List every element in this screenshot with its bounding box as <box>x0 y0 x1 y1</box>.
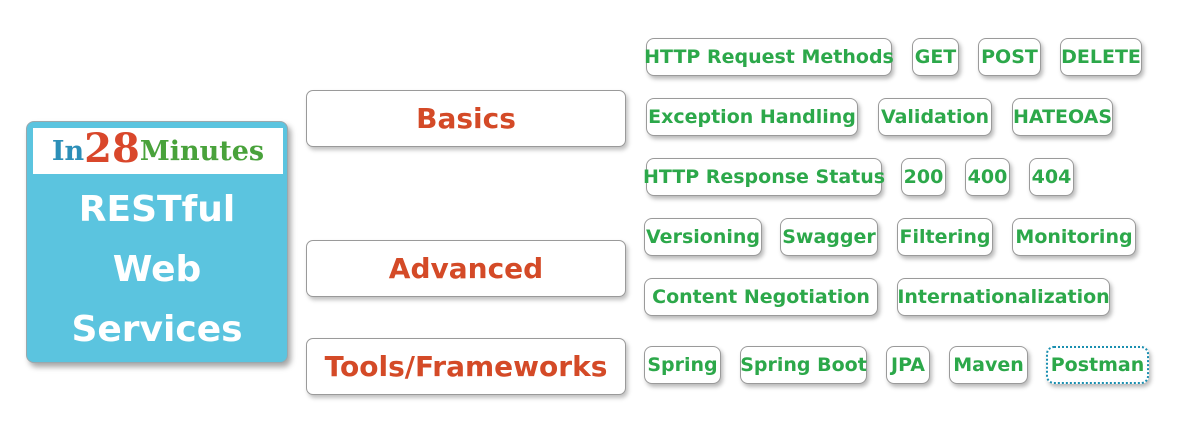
tag-exception-handling[interactable]: Exception Handling <box>646 98 858 136</box>
tag-get[interactable]: GET <box>912 38 959 76</box>
category-tools-frameworks[interactable]: Tools/Frameworks <box>306 338 626 395</box>
tag-http-request-methods[interactable]: HTTP Request Methods <box>644 38 894 76</box>
tag-monitoring[interactable]: Monitoring <box>1012 218 1136 256</box>
tag-spring[interactable]: Spring <box>644 346 721 384</box>
tag-versioning[interactable]: Versioning <box>644 218 762 256</box>
tag-content-negotiation[interactable]: Content Negotiation <box>644 278 878 316</box>
tag-internationalization[interactable]: Internationalization <box>897 278 1110 316</box>
tag-400[interactable]: 400 <box>965 158 1010 196</box>
root-title-line: RESTful <box>78 189 236 230</box>
category-advanced[interactable]: Advanced <box>306 240 626 297</box>
tag-200[interactable]: 200 <box>901 158 946 196</box>
logo-part-28: 28 <box>84 125 140 172</box>
tag-maven[interactable]: Maven <box>949 346 1028 384</box>
tag-swagger[interactable]: Swagger <box>780 218 878 256</box>
tag-hateoas[interactable]: HATEOAS <box>1012 98 1113 136</box>
tag-http-response-status[interactable]: HTTP Response Status <box>643 158 885 196</box>
tag-spring-boot[interactable]: Spring Boot <box>740 346 867 384</box>
root-title-line: Web <box>112 249 202 290</box>
tag-postman[interactable]: Postman <box>1046 346 1149 384</box>
tag-validation[interactable]: Validation <box>878 98 992 136</box>
root-title: RESTful Web Services <box>27 180 287 360</box>
tag-post[interactable]: POST <box>978 38 1041 76</box>
root-title-line: Services <box>71 309 243 350</box>
tag-filtering[interactable]: Filtering <box>897 218 993 256</box>
logo-part-in: In <box>51 135 85 167</box>
tag-404[interactable]: 404 <box>1029 158 1074 196</box>
tag-jpa[interactable]: JPA <box>886 346 930 384</box>
tag-delete[interactable]: DELETE <box>1060 38 1142 76</box>
category-basics[interactable]: Basics <box>306 90 626 147</box>
logo-part-minutes: Minutes <box>139 135 265 167</box>
